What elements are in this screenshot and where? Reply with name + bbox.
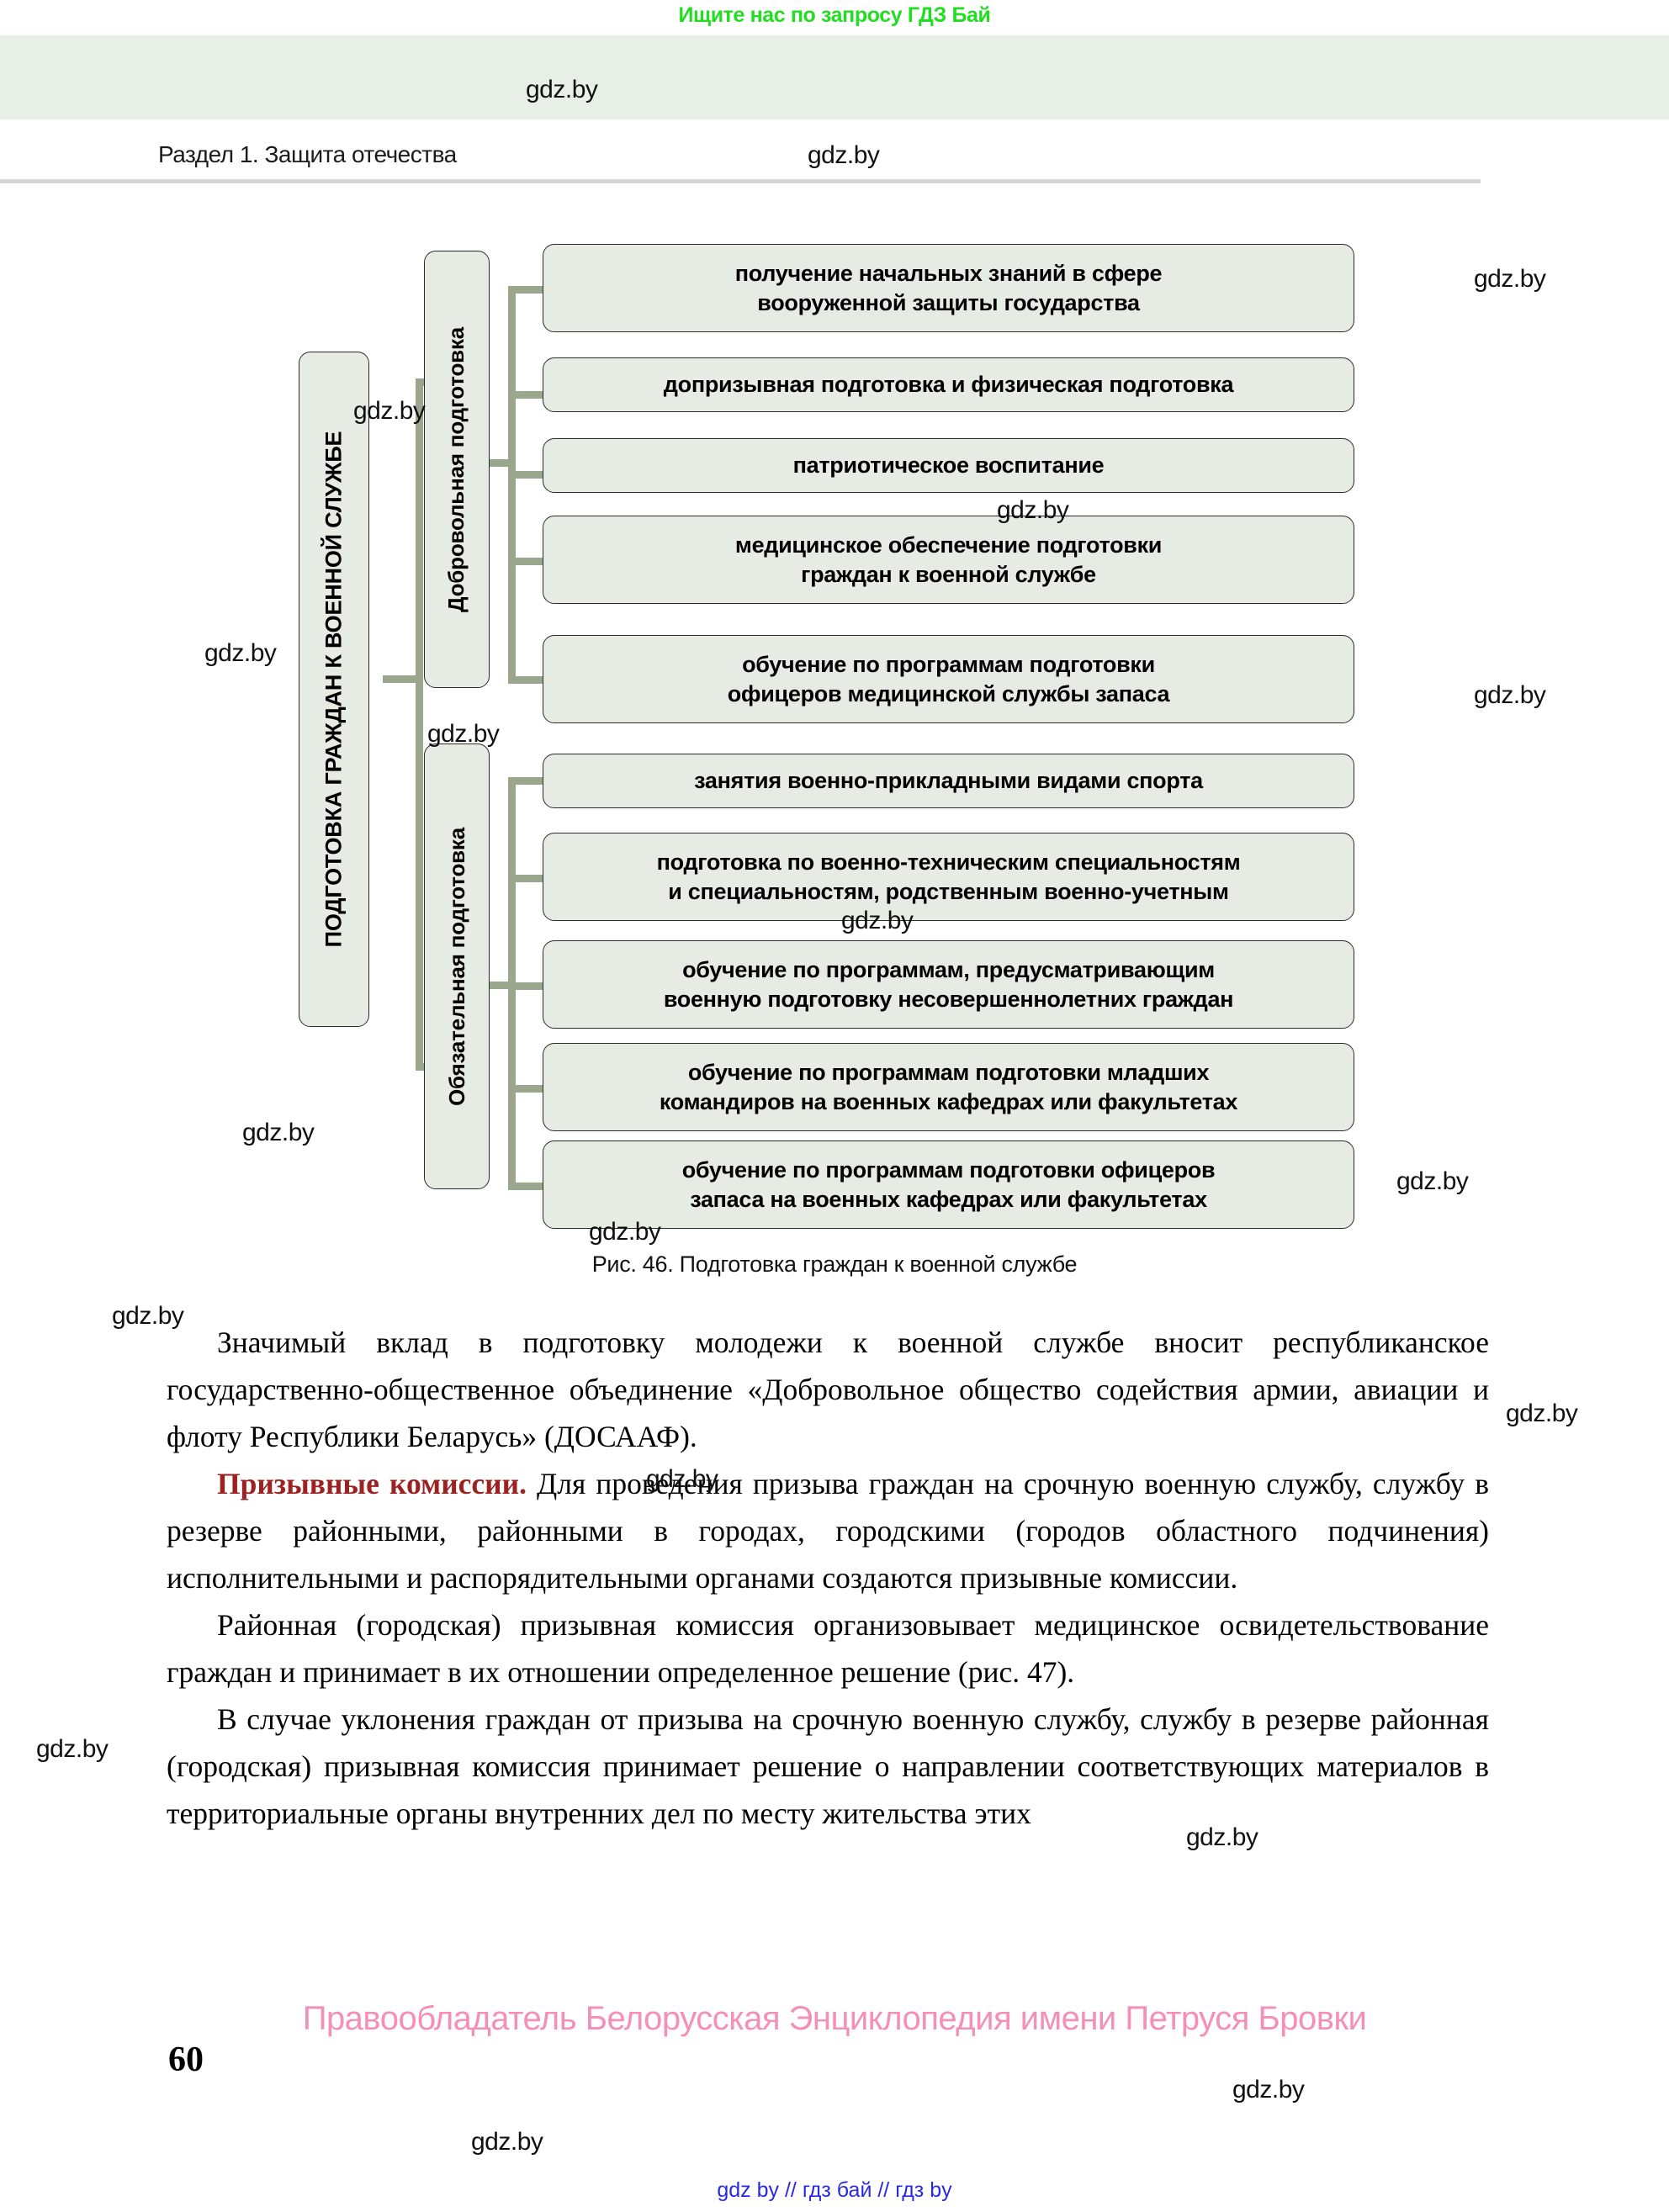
diagram-leaf-label: обучение по программам подготовки офицер… — [727, 651, 1170, 706]
diagram-leaf-node: подготовка по военно-техническим специал… — [543, 833, 1354, 921]
diagram-leaf-node: обучение по программам подготовки офицер… — [543, 1140, 1354, 1229]
watermark-gdz: gdz.by — [242, 1119, 315, 1146]
watermark-gdz: gdz.by — [526, 76, 598, 103]
paragraph-4: В случае уклонения граждан от призыва на… — [167, 1702, 1489, 1830]
diagram-branch-label-1: Добровольная подготовка — [443, 326, 469, 612]
diagram-leaf-label: занятия военно-прикладными видами спорта — [694, 768, 1203, 794]
connector-branch2-item-5 — [508, 1183, 552, 1190]
watermark-gdz: gdz.by — [427, 720, 500, 748]
diagram-leaf-label: патриотическое воспитание — [792, 452, 1105, 479]
diagram-leaf-node: патриотическое воспитание — [543, 438, 1354, 493]
paragraph-1: Значимый вклад в подготовку молодежи к в… — [167, 1326, 1489, 1453]
diagram-root-label: ПОДГОТОВКА ГРАЖДАН К ВОЕННОЙ СЛУЖБЕ — [321, 431, 347, 948]
diagram-leaf-node: допризывная подготовка и физическая подг… — [543, 357, 1354, 412]
watermark-gdz: gdz.by — [1474, 265, 1546, 293]
diagram-leaf-label: получение начальных знаний в сфере воору… — [734, 260, 1163, 315]
page-title: Раздел 1. Защита отечества — [158, 141, 457, 167]
diagram-leaf-label: подготовка по военно-техническим специал… — [656, 849, 1241, 904]
watermark-gdz: gdz.by — [841, 907, 914, 934]
diagram-branch-label-2: Обязательная подготовка — [443, 827, 469, 1106]
watermark-gdz: gdz.by — [204, 639, 277, 667]
connector-branch2-item-4 — [508, 1085, 552, 1093]
diagram-leaf-node: обучение по программам, предусматривающи… — [543, 940, 1354, 1029]
diagram-leaf-label: обучение по программам подготовки младши… — [659, 1059, 1238, 1114]
watermark-gdz: gdz.by — [997, 496, 1069, 524]
watermark-gdz: gdz.by — [808, 141, 880, 169]
watermark-gdz: gdz.by — [353, 397, 426, 425]
connector-branch1-item-1 — [508, 286, 552, 294]
watermark-gdz: gdz.by — [471, 2128, 543, 2156]
watermark-gdz: gdz.by — [1232, 2076, 1305, 2104]
watermark-gdz: gdz.by — [646, 1465, 718, 1493]
connector-branch1-item-3 — [508, 471, 552, 479]
connector-branch2-item-2 — [508, 875, 552, 882]
connector-branch1-item-4 — [508, 558, 552, 565]
diagram-branch-node-2: Обязательная подготовка — [424, 744, 490, 1189]
diagram-leaf-node: обучение по программам подготовки офицер… — [543, 635, 1354, 723]
watermark-gdz: gdz.by — [36, 1735, 109, 1763]
paragraph-2-text: Для проведения призыва граждан на срочну… — [167, 1467, 1489, 1595]
paragraph-2: Призывные комиссии. Для проведения призы… — [167, 1460, 1489, 1601]
diagram-leaf-label: допризывная подготовка и физическая подг… — [663, 372, 1234, 398]
connector-branch1-stem — [475, 459, 514, 467]
copyright-notice: Правообладатель Белорусская Энциклопедия… — [302, 2000, 1367, 2037]
connector-branch1-vertical — [508, 286, 516, 684]
connector-root-vertical — [416, 378, 423, 1071]
promo-banner: Ищите нас по запросу ГДЗ Бай — [0, 0, 1669, 34]
diagram-leaf-label: обучение по программам, предусматривающи… — [663, 956, 1234, 1012]
watermark-gdz: gdz.by — [589, 1218, 661, 1246]
connector-branch1-item-5 — [508, 676, 552, 684]
diagram-leaf-node: получение начальных знаний в сфере воору… — [543, 244, 1354, 332]
figure-diagram: ПОДГОТОВКА ГРАЖДАН К ВОЕННОЙ СЛУЖБЕ Добр… — [299, 244, 1354, 1229]
connector-root-stem — [383, 675, 421, 683]
watermark-gdz: gdz.by — [1506, 1400, 1578, 1427]
connector-branch1-item-2 — [508, 391, 552, 399]
site-links[interactable]: gdz by // гдз бай // гдз by — [717, 2178, 952, 2202]
promo-banner-text: Ищите нас по запросу ГДЗ Бай — [678, 3, 991, 27]
watermark-gdz: gdz.by — [1396, 1167, 1469, 1195]
diagram-leaf-node: медицинское обеспечение подготовки гражд… — [543, 516, 1354, 604]
connector-branch2-item-3 — [508, 982, 552, 990]
watermark-gdz: gdz.by — [1186, 1823, 1258, 1851]
paragraph-3: Районная (городская) призывная комиссия … — [167, 1608, 1489, 1689]
title-divider — [0, 179, 1481, 183]
diagram-leaf-label: обучение по программам подготовки офицер… — [681, 1156, 1216, 1212]
connector-branch2-stem — [475, 982, 514, 989]
figure-caption: Рис. 46. Подготовка граждан к военной сл… — [591, 1252, 1078, 1277]
watermark-gdz: gdz.by — [112, 1302, 184, 1330]
header-band — [0, 35, 1669, 119]
connector-branch2-item-1 — [508, 777, 552, 785]
diagram-leaf-node: занятия военно-прикладными видами спорта — [543, 754, 1354, 808]
diagram-leaf-label: медицинское обеспечение подготовки гражд… — [734, 532, 1163, 587]
page-number: 60 — [168, 2040, 204, 2079]
diagram-leaf-node: обучение по программам подготовки младши… — [543, 1043, 1354, 1131]
body-text: Значимый вклад в подготовку молодежи к в… — [167, 1319, 1489, 1837]
watermark-gdz: gdz.by — [1474, 681, 1546, 709]
diagram-root-node: ПОДГОТОВКА ГРАЖДАН К ВОЕННОЙ СЛУЖБЕ — [299, 352, 369, 1027]
diagram-branch-node-1: Добровольная подготовка — [424, 251, 490, 688]
lead-term-callout: Призывные комиссии. — [217, 1467, 527, 1500]
